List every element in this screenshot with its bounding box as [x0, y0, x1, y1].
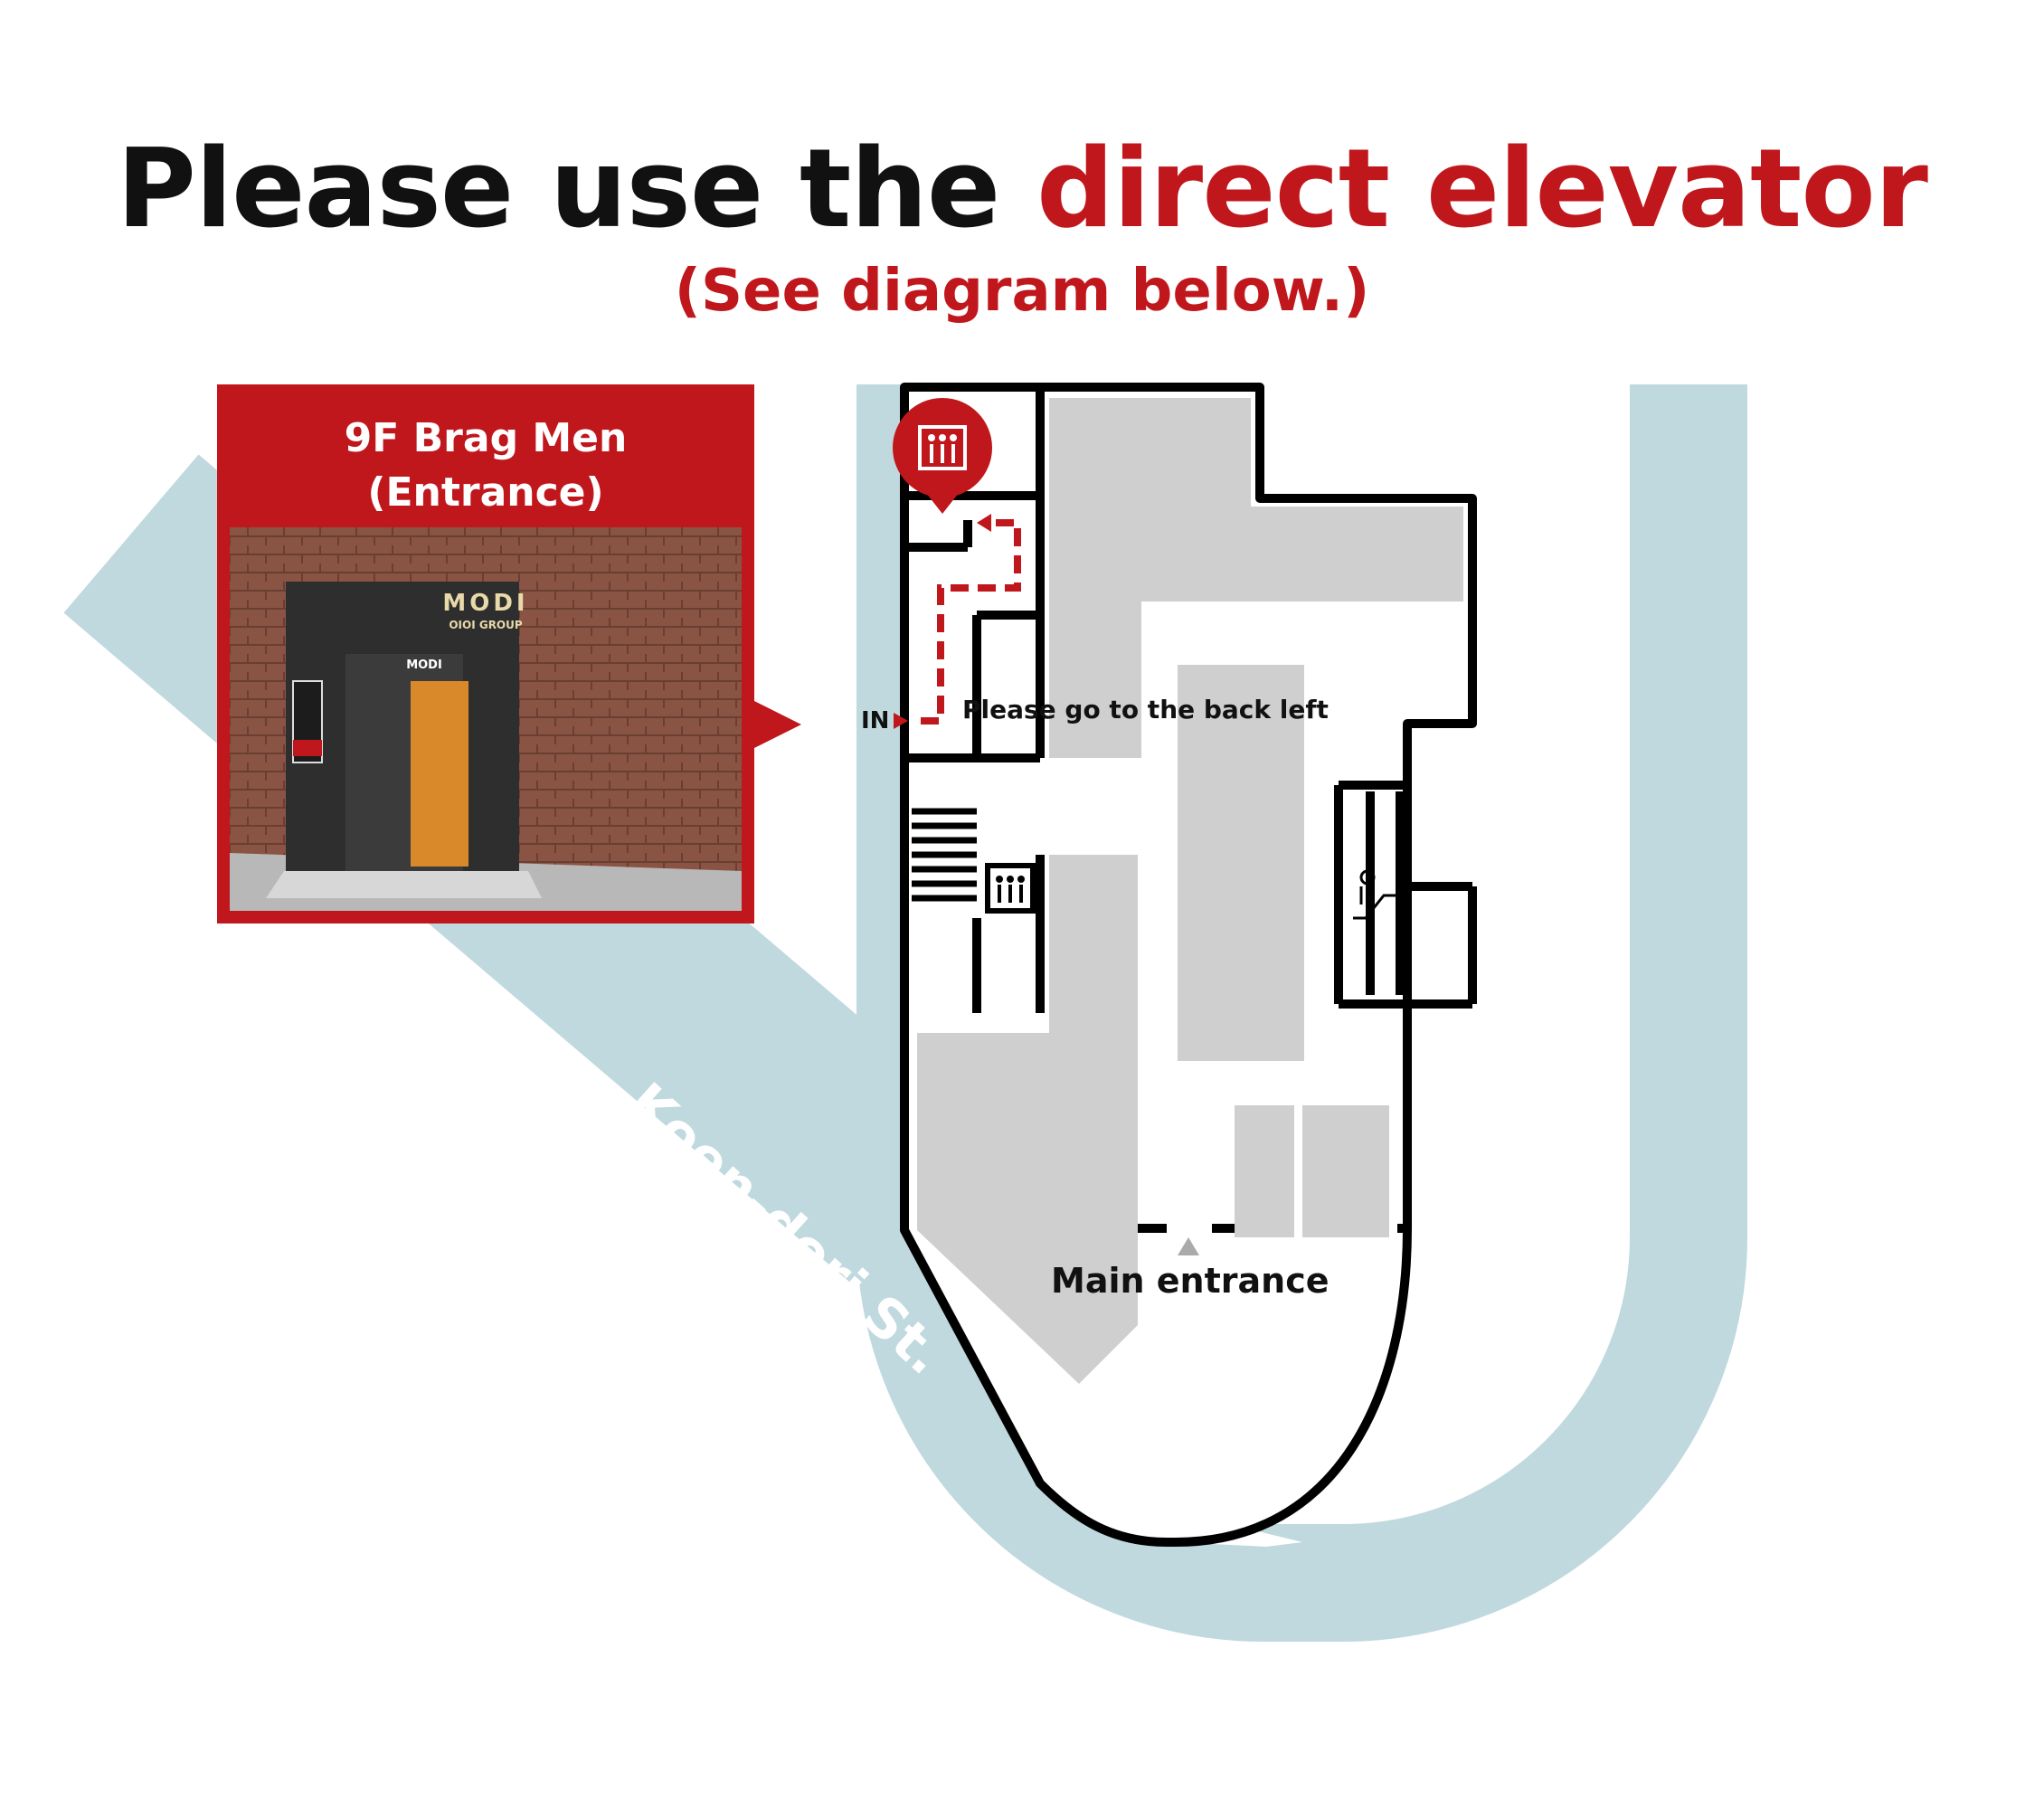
entrance-photo-drawing: MODI OIOI GROUP MODI	[230, 527, 742, 911]
route-arrowhead	[977, 514, 991, 532]
entrance-photo-card: 9F Brag Men (Entrance) MODI OIOI GROUP M…	[217, 384, 754, 923]
card-title-line1: 9F Brag Men	[344, 415, 628, 461]
room-shop-1	[1235, 1105, 1294, 1237]
card-title: 9F Brag Men (Entrance)	[217, 412, 754, 520]
card-pointer-arrow	[754, 701, 801, 748]
title-text: Please use the	[117, 127, 1037, 252]
card-title-line2: (Entrance)	[367, 469, 604, 516]
entrance-photo: MODI OIOI GROUP MODI	[230, 527, 742, 911]
entrance-marker-icon	[1178, 1237, 1199, 1255]
interior-walls	[904, 387, 1477, 1233]
photo-sign-group: OIOI GROUP	[449, 619, 523, 631]
direction-arrow-icon	[894, 713, 908, 729]
jingu-dori-street	[856, 384, 1747, 1642]
rooms	[917, 398, 1463, 1384]
route-path	[921, 519, 1021, 725]
stairs-icon	[912, 808, 977, 902]
escalator-icon	[1353, 869, 1397, 920]
street-label-jingu-dori: Jingu-dori St.	[1562, 417, 1625, 824]
in-label: IN	[861, 707, 890, 734]
photo-sign-brand: MODI	[442, 590, 528, 617]
title-highlight: direct elevator	[1036, 127, 1928, 252]
elevator-icon	[985, 863, 1036, 914]
room-shop-2	[1302, 1105, 1389, 1237]
photo-door-brand: MODI	[406, 658, 442, 672]
route-instruction-label: Please go to the back left	[962, 695, 1329, 725]
room-center	[1178, 665, 1304, 1061]
direct-elevator-marker	[893, 398, 992, 514]
main-entrance-label: Main entrance	[1051, 1261, 1330, 1301]
room-upper-left	[1049, 398, 1463, 758]
page-subtitle: (See diagram below.)	[674, 258, 1370, 325]
room-lower-left	[917, 855, 1138, 1384]
page-title: Please use the direct elevator	[0, 136, 2044, 244]
